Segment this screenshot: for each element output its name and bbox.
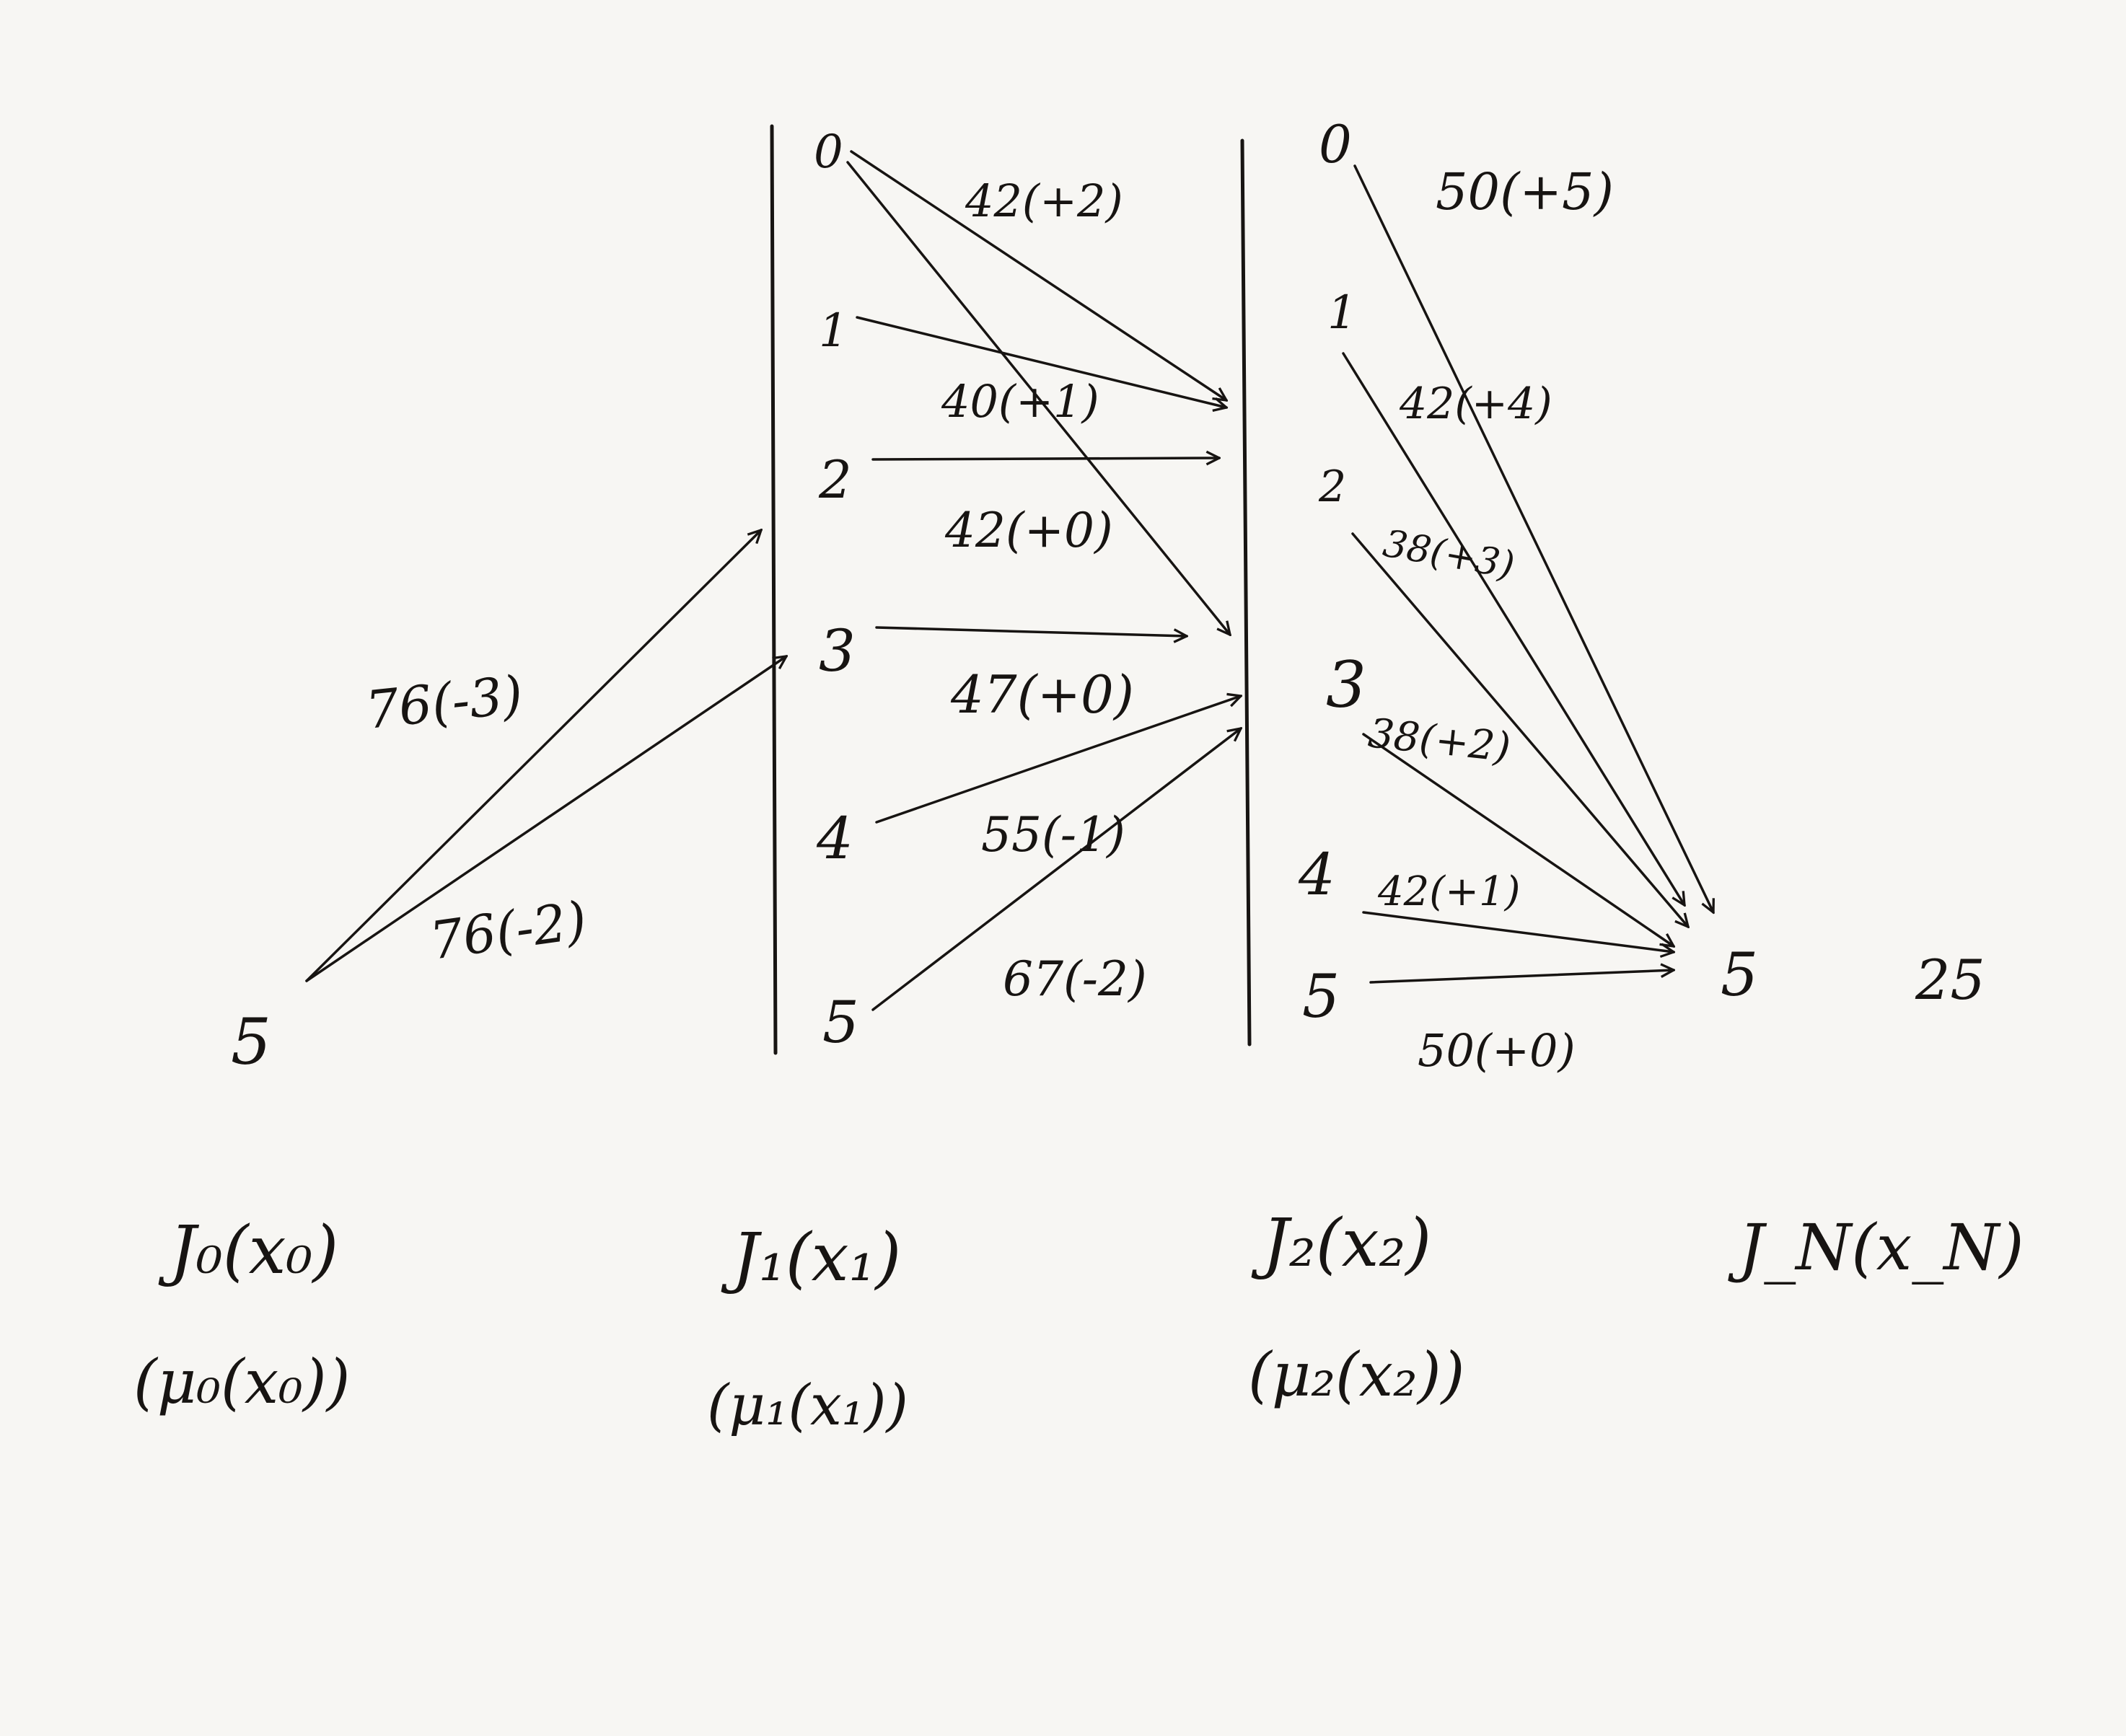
stageN-cost-label: J_N(x_N)	[1728, 1210, 2024, 1285]
edge-s1-0-to-3	[846, 161, 1230, 635]
stage1-state-0: 0	[814, 125, 843, 179]
edge-label-start-to-2: 76(-3)	[363, 664, 526, 741]
edge-label-s1-3: 47(+0)	[950, 664, 1134, 725]
edge-label-s1-5: 67(-2)	[1003, 951, 1147, 1007]
stage2-cost-label: J₂(x₂)	[1251, 1204, 1431, 1282]
stage-2-divider	[1240, 138, 1252, 1047]
edge-s2-3	[1362, 733, 1674, 946]
stage1-policy-label: (μ₁(x₁))	[707, 1373, 908, 1438]
edge-label-s2-2: 38(+3)	[1380, 522, 1518, 588]
stage-1-divider	[770, 124, 778, 1055]
edge-s2-5	[1369, 970, 1674, 984]
edge-s2-4	[1362, 911, 1674, 952]
stage1-state-2: 2	[818, 449, 852, 510]
stage1-state-4: 4	[816, 805, 853, 872]
edge-s1-2-to-2	[871, 458, 1219, 459]
edge-label-s1-4: 55(-1)	[981, 807, 1125, 863]
stage2-state-2: 2	[1318, 462, 1346, 512]
terminal-value: 25	[1915, 948, 1985, 1012]
edge-s1-5-to-3	[871, 728, 1241, 1011]
stage1-state-5: 5	[822, 989, 859, 1056]
stage1-cost-label: J₁(x₁)	[721, 1219, 901, 1296]
stage2-state-0: 0	[1319, 114, 1352, 175]
stage2-state-1: 1	[1327, 286, 1357, 340]
edge-start-to-2	[305, 530, 761, 982]
stage2-state-3: 3	[1326, 648, 1366, 722]
edge-s1-3-to-3	[875, 626, 1187, 636]
edge-label-s2-0: 50(+5)	[1436, 162, 1614, 221]
stage0-policy-label: (μ₀(x₀))	[133, 1347, 350, 1417]
edge-s1-1-to-2	[856, 316, 1226, 407]
edge-s1-0-to-2	[850, 150, 1226, 400]
stage2-policy-label: (μ₂(x₂))	[1248, 1339, 1464, 1410]
edge-label-s1-0: 42(+2)	[965, 175, 1123, 227]
start-node: 5	[231, 1005, 271, 1079]
stage1-state-3: 3	[819, 617, 856, 684]
edge-s2-2	[1351, 532, 1688, 927]
terminal-node: 5	[1721, 941, 1758, 1010]
edge-label-s2-3: 38(+2)	[1366, 710, 1513, 771]
stage0-cost-label: J₀(x₀)	[158, 1212, 338, 1289]
stage2-state-4: 4	[1298, 841, 1335, 908]
edge-label-s2-1: 42(+4)	[1399, 379, 1552, 429]
edge-s2-1	[1342, 352, 1684, 905]
stage2-state-5: 5	[1302, 963, 1340, 1031]
edge-label-s1-2: 42(+0)	[944, 503, 1113, 558]
edge-s1-4-to-3	[875, 696, 1241, 824]
stage1-state-1: 1	[819, 304, 848, 358]
edge-label-start-to-3: 76(-2)	[426, 889, 591, 971]
edge-start-to-3	[305, 656, 786, 982]
edge-s2-0	[1353, 164, 1713, 912]
edge-label-s2-5: 50(+0)	[1418, 1024, 1576, 1077]
edge-label-s2-4: 42(+1)	[1377, 868, 1521, 915]
edge-label-s1-1: 40(+1)	[941, 375, 1099, 428]
